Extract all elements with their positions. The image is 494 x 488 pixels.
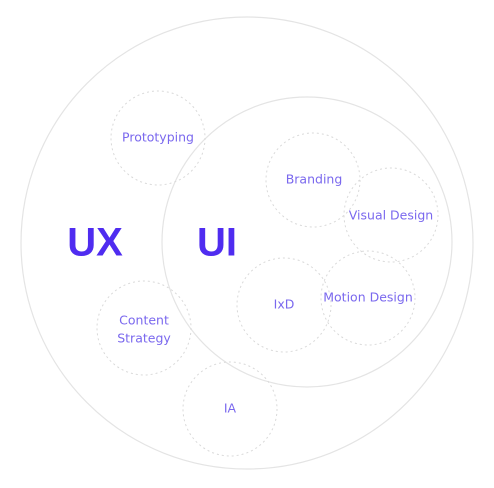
content-strategy-bubble bbox=[96, 280, 192, 376]
motion-design-label: Motion Design bbox=[323, 290, 413, 305]
ui-circle bbox=[161, 96, 453, 388]
visual-design-label: Visual Design bbox=[349, 208, 433, 223]
prototyping-label: Prototyping bbox=[122, 130, 194, 145]
ia-label: IA bbox=[224, 401, 237, 416]
branding-label: Branding bbox=[286, 172, 343, 187]
ui-label: UI bbox=[197, 221, 237, 265]
motion-design-bubble bbox=[320, 250, 416, 346]
ux-label: UX bbox=[67, 221, 123, 265]
ux-circle bbox=[20, 16, 474, 470]
content-strategy-label-line2: Strategy bbox=[117, 331, 171, 346]
branding-bubble bbox=[265, 132, 361, 228]
visual-design-bubble bbox=[343, 167, 439, 263]
prototyping-bubble bbox=[110, 90, 206, 186]
ixd-label: IxD bbox=[274, 297, 295, 312]
ixd-bubble bbox=[236, 257, 332, 353]
ia-bubble bbox=[182, 361, 278, 457]
content-strategy-label-line1: Content bbox=[119, 313, 169, 328]
